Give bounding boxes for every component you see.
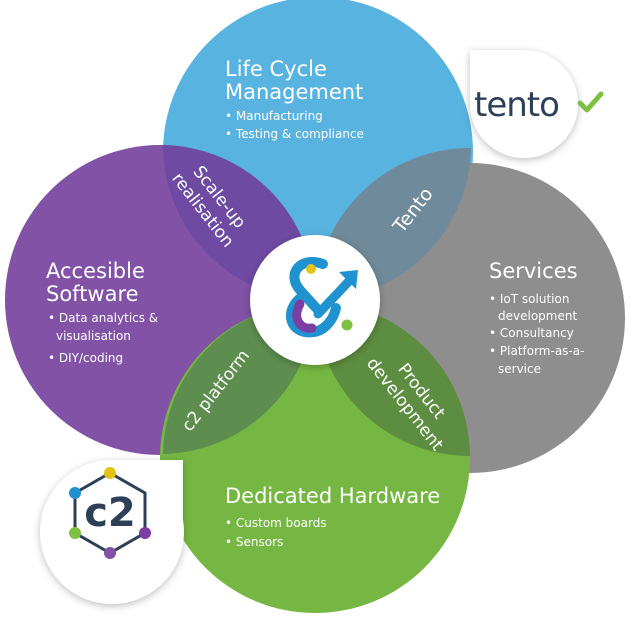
c2-logo-text: c2 bbox=[84, 490, 136, 536]
software-bullet-2: • DIY/coding bbox=[48, 351, 123, 365]
services-title: Services bbox=[489, 259, 578, 283]
services-bullet-1: • IoT solution bbox=[489, 292, 569, 306]
software-title-line2: Software bbox=[46, 282, 139, 306]
tento-badge bbox=[470, 50, 578, 158]
tento-logo-text: tento bbox=[474, 85, 559, 125]
ampersand-arrow-icon bbox=[286, 257, 358, 338]
services-bullet-3b: service bbox=[498, 362, 541, 376]
life-cycle-bullet-1: • Manufacturing bbox=[225, 109, 323, 123]
services-bullet-1b: development bbox=[498, 309, 577, 323]
life-cycle-bullet-2: • Testing & compliance bbox=[225, 127, 364, 141]
hardware-title: Dedicated Hardware bbox=[225, 484, 440, 508]
life-cycle-title-line2: Management bbox=[225, 80, 363, 104]
hardware-bullet-2: • Sensors bbox=[225, 535, 283, 549]
software-bullet-1: • Data analytics & bbox=[48, 311, 158, 325]
c2-hexagon-logo bbox=[69, 467, 151, 559]
services-bullet-3: • Platform-as-a- bbox=[489, 344, 584, 358]
services-bullet-2: • Consultancy bbox=[489, 326, 574, 340]
software-bullet-1b: visualisation bbox=[56, 329, 131, 343]
checkmark-icon bbox=[577, 91, 604, 113]
life-cycle-title-line1: Life Cycle bbox=[225, 57, 327, 81]
hardware-bullet-1: • Custom boards bbox=[225, 516, 327, 530]
software-title-line1: Accesible bbox=[46, 259, 145, 283]
